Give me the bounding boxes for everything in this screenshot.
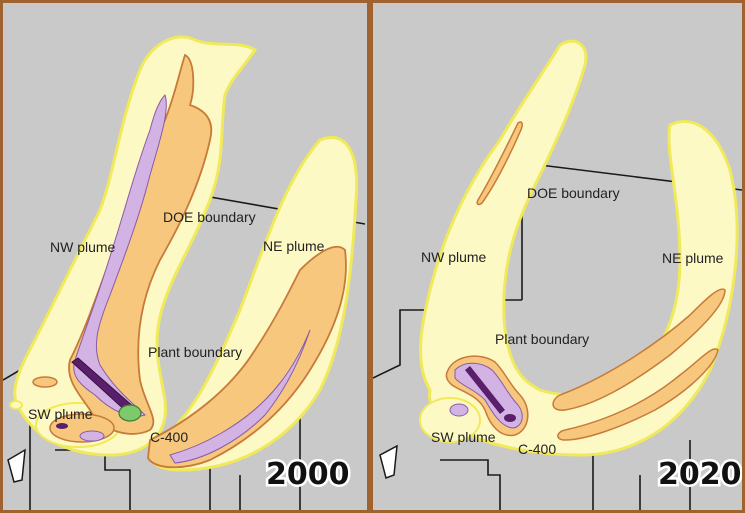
panel-2000: DOE boundary NW plume NE plume Plant bou…	[3, 3, 367, 510]
label-c400: C-400	[518, 441, 556, 457]
ne-plume-outer	[147, 136, 359, 472]
label-ne-plume: NE plume	[263, 238, 325, 254]
label-sw-plume: SW plume	[28, 406, 93, 422]
panel-2020: DOE boundary NW plume NE plume Plant bou…	[373, 3, 742, 510]
sw-lavender-spot	[79, 430, 105, 442]
label-sw-plume: SW plume	[431, 429, 496, 445]
label-doe-boundary: DOE boundary	[163, 209, 256, 225]
year-label: 2000	[266, 457, 350, 492]
ne-plume-orange	[147, 245, 347, 469]
small-light-spot	[9, 400, 23, 410]
sw-lavender-spot	[449, 403, 469, 417]
c400-core-spot	[504, 414, 516, 422]
label-nw-plume: NW plume	[50, 239, 116, 255]
label-plant-boundary: Plant boundary	[495, 331, 589, 347]
building-outline	[7, 448, 26, 483]
label-doe-boundary: DOE boundary	[527, 185, 620, 201]
panel-frame-2000	[0, 0, 370, 513]
label-c400: C-400	[150, 429, 188, 445]
panel-frame-2020	[370, 0, 745, 513]
ne-plume-lavender	[169, 329, 311, 464]
building-outline	[379, 444, 398, 479]
c400-source	[118, 404, 142, 422]
small-orange-spot	[32, 376, 58, 388]
label-nw-plume: NW plume	[421, 249, 487, 265]
ne-orange-streak-upper	[552, 288, 726, 411]
year-label: 2020	[658, 457, 742, 492]
label-ne-plume: NE plume	[662, 250, 724, 266]
sw-plume-core	[56, 423, 68, 429]
nw-orange-streak	[476, 121, 523, 206]
ne-orange-streak-lower	[557, 348, 719, 441]
c400-core	[465, 366, 505, 414]
label-plant-boundary: Plant boundary	[148, 344, 242, 360]
